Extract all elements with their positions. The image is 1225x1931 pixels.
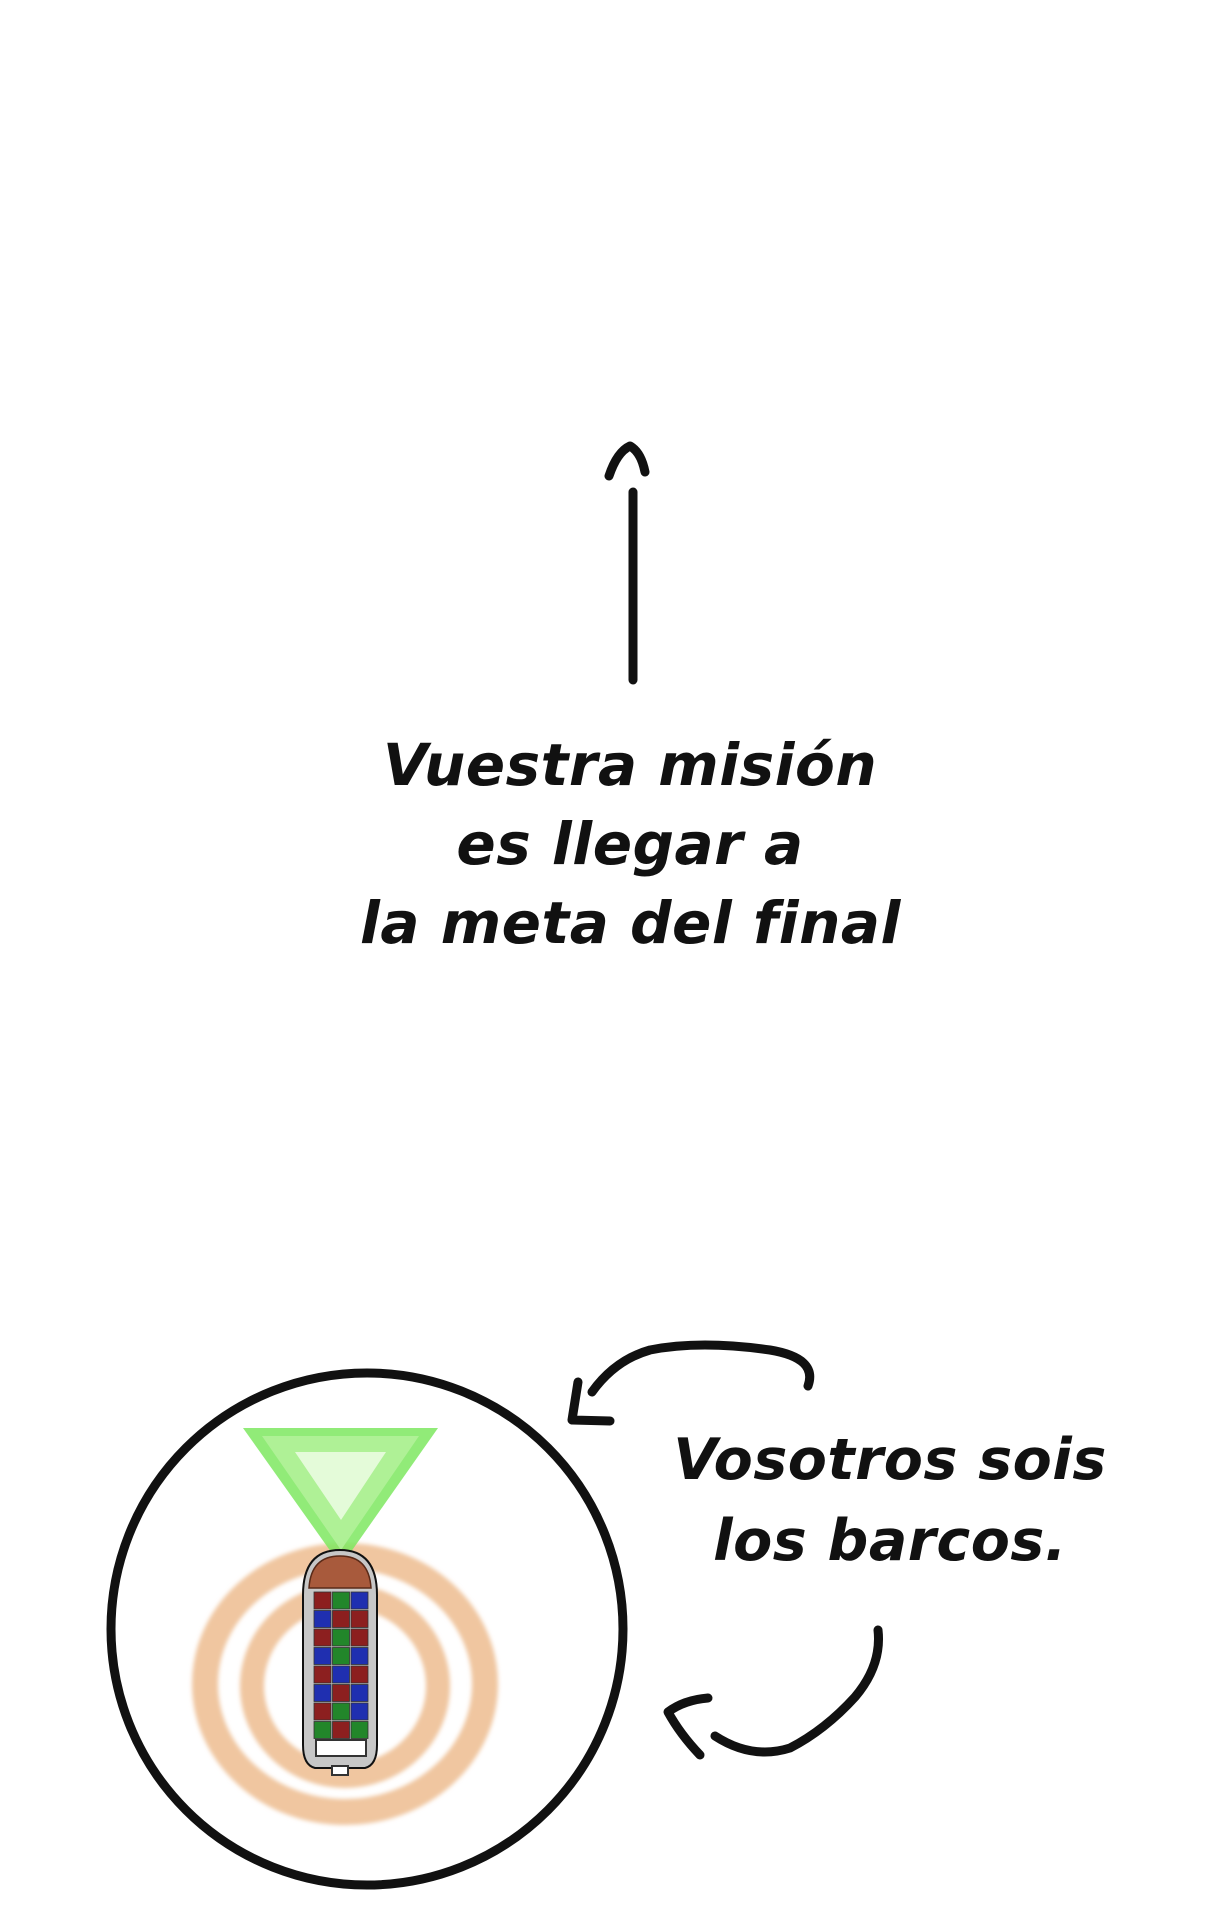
container-block <box>332 1591 350 1610</box>
boats-line-2: los barcos. <box>713 1508 1067 1574</box>
boats-line-1: Vosotros sois <box>673 1427 1107 1493</box>
container-block <box>332 1647 350 1665</box>
player-view-circle <box>106 1368 628 1890</box>
container-block <box>332 1628 350 1647</box>
container-block <box>313 1702 332 1721</box>
container-block <box>350 1647 369 1665</box>
container-ship-icon <box>302 1548 378 1776</box>
container-block <box>313 1647 332 1665</box>
container-block <box>313 1610 332 1628</box>
curved-arrow-bottom-icon <box>663 1625 884 1760</box>
container-block <box>332 1610 350 1628</box>
container-block <box>350 1628 369 1647</box>
container-block <box>350 1665 369 1684</box>
container-block <box>313 1684 332 1702</box>
container-block <box>313 1628 332 1647</box>
container-block <box>350 1591 369 1610</box>
mission-line-1: Vuestra misión <box>382 731 878 799</box>
container-block <box>313 1721 332 1739</box>
container-block <box>313 1665 332 1684</box>
boats-instruction: Vosotros sois los barcos. <box>660 1420 1120 1582</box>
mission-instructions: Vuestra misión es llegar a la meta del f… <box>360 726 900 963</box>
container-block <box>350 1684 369 1702</box>
container-block <box>332 1702 350 1721</box>
up-arrow-icon <box>604 441 650 685</box>
vision-cone-icon <box>243 1428 438 1566</box>
mission-line-3: la meta del final <box>360 889 901 957</box>
container-block <box>313 1591 332 1610</box>
container-block <box>332 1721 350 1739</box>
container-grid <box>313 1591 369 1739</box>
mission-line-2: es llegar a <box>456 810 804 878</box>
container-block <box>332 1684 350 1702</box>
container-block <box>332 1665 350 1684</box>
curved-arrow-top-icon <box>567 1340 815 1426</box>
container-block <box>350 1702 369 1721</box>
container-block <box>350 1721 369 1739</box>
container-block <box>350 1610 369 1628</box>
